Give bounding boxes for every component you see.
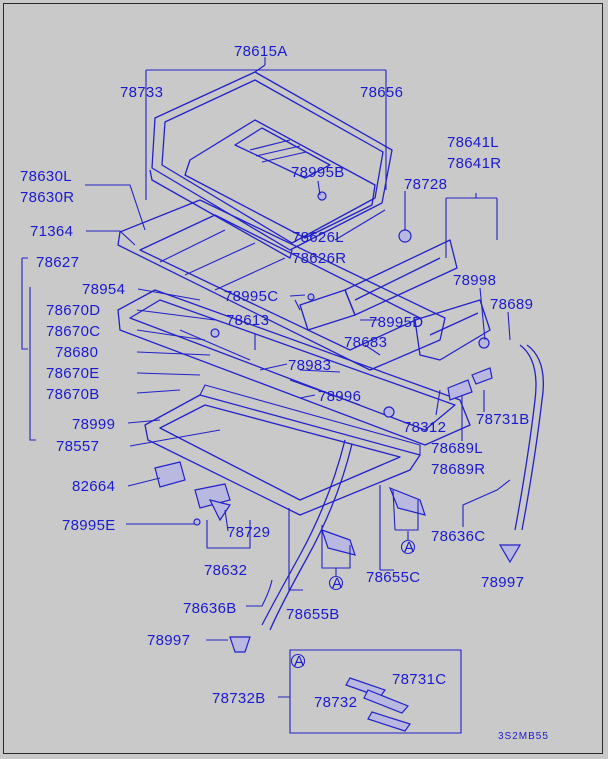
label-78670B[interactable]: 78670B <box>46 386 100 403</box>
part-labels: 78615A 78733 78656 78641L 78641R 78630L … <box>20 43 549 742</box>
glass-panel-frame <box>149 71 393 259</box>
label-78997-right[interactable]: 78997 <box>481 574 524 591</box>
label-78731C[interactable]: 78731C <box>392 671 446 688</box>
label-78655C[interactable]: 78655C <box>366 569 420 586</box>
label-78627[interactable]: 78627 <box>36 254 79 271</box>
callout-circle-a2 <box>328 575 344 591</box>
label-78954[interactable]: 78954 <box>82 281 125 298</box>
label-78636C[interactable]: 78636C <box>431 528 485 545</box>
callout-a2: A <box>332 575 342 592</box>
label-78689L[interactable]: 78689L <box>431 440 483 457</box>
label-78613[interactable]: 78613 <box>226 312 269 329</box>
label-78557[interactable]: 78557 <box>56 438 99 455</box>
label-71364[interactable]: 71364 <box>30 223 73 240</box>
label-78997-left[interactable]: 78997 <box>147 632 190 649</box>
label-78998[interactable]: 78998 <box>453 272 496 289</box>
leader-lines <box>21 57 511 734</box>
label-78999[interactable]: 78999 <box>72 416 115 433</box>
label-78733[interactable]: 78733 <box>120 84 163 101</box>
roof-frame <box>144 384 421 516</box>
label-78630R[interactable]: 78630R <box>20 189 74 206</box>
front-housing-rail <box>299 239 458 331</box>
label-78983[interactable]: 78983 <box>288 357 331 374</box>
label-78731B[interactable]: 78731B <box>476 411 530 428</box>
label-78995D[interactable]: 78995D <box>369 314 423 331</box>
label-78732B[interactable]: 78732B <box>212 690 266 707</box>
label-78656[interactable]: 78656 <box>360 84 403 101</box>
callout-a3: A <box>294 653 304 670</box>
diagram-code: 3S2MB55 <box>498 731 549 742</box>
label-78995C[interactable]: 78995C <box>224 288 278 305</box>
label-78670C[interactable]: 78670C <box>46 323 100 340</box>
label-78670D[interactable]: 78670D <box>46 302 100 319</box>
callout-circle-a3 <box>290 653 306 669</box>
label-78996[interactable]: 78996 <box>318 388 361 405</box>
callout-a1: A <box>404 539 414 556</box>
label-78732[interactable]: 78732 <box>314 694 357 711</box>
label-78641L[interactable]: 78641L <box>447 134 499 151</box>
label-78729[interactable]: 78729 <box>227 524 270 541</box>
small-parts <box>154 191 522 732</box>
label-78312[interactable]: 78312 <box>403 419 446 436</box>
label-78670E[interactable]: 78670E <box>46 365 100 382</box>
label-78655B[interactable]: 78655B <box>286 606 340 623</box>
label-78728[interactable]: 78728 <box>404 176 447 193</box>
label-78683[interactable]: 78683 <box>344 334 387 351</box>
label-78641R[interactable]: 78641R <box>447 155 501 172</box>
label-78689[interactable]: 78689 <box>490 296 533 313</box>
deflector-assembly <box>117 289 471 446</box>
drain-hose-left <box>261 439 353 631</box>
glass-panel <box>184 119 376 239</box>
callout-circle-a1 <box>400 539 416 555</box>
label-78680[interactable]: 78680 <box>55 344 98 361</box>
label-78636B[interactable]: 78636B <box>183 600 237 617</box>
diagram-frame <box>3 3 603 754</box>
label-78995E[interactable]: 78995E <box>62 517 116 534</box>
label-78615A[interactable]: 78615A <box>234 43 288 60</box>
label-78626R[interactable]: 78626R <box>292 250 346 267</box>
rear-guide-rail <box>414 299 491 361</box>
label-78689R[interactable]: 78689R <box>431 461 485 478</box>
label-78995B[interactable]: 78995B <box>291 164 345 181</box>
label-78632[interactable]: 78632 <box>204 562 247 579</box>
label-78630L[interactable]: 78630L <box>20 168 72 185</box>
label-78626L[interactable]: 78626L <box>292 229 344 246</box>
drain-hose-right <box>514 344 544 531</box>
label-82664[interactable]: 82664 <box>72 478 115 495</box>
